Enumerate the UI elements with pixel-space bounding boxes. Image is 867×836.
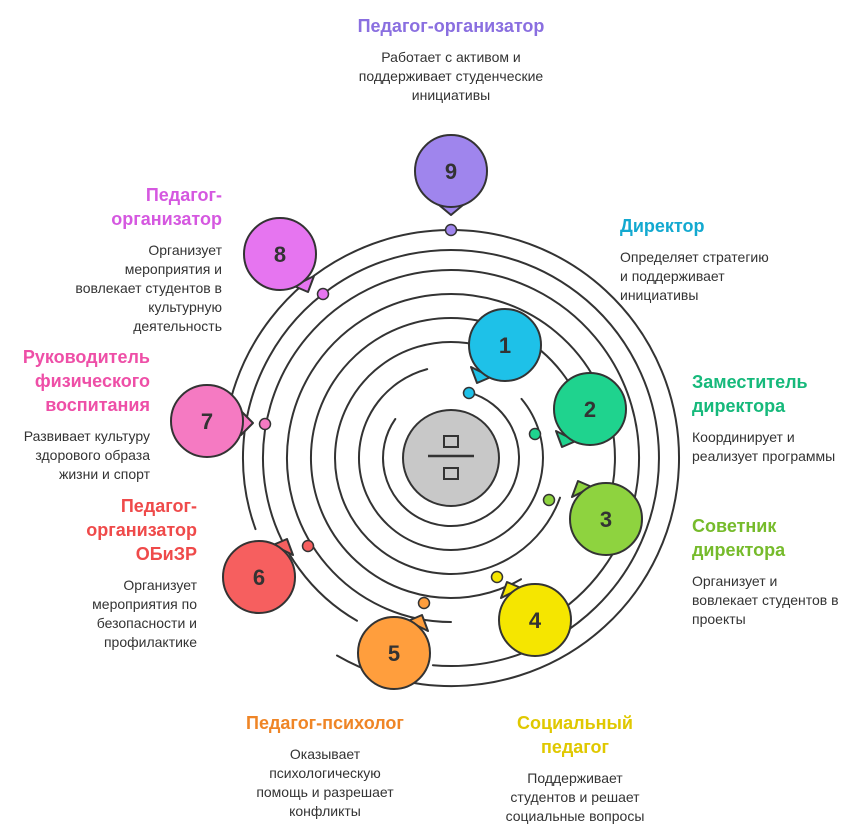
number-bubble-3: 3 [569, 480, 643, 556]
bubble-circle [243, 217, 317, 291]
number-bubble-2: 2 [553, 372, 627, 448]
bubble-number: 2 [584, 397, 596, 422]
bubble-number: 9 [445, 159, 457, 184]
orbit-ring [334, 340, 561, 575]
bubble-circle [222, 540, 296, 614]
number-bubble-8: 8 [243, 217, 317, 293]
bubble-number: 3 [600, 507, 612, 532]
number-bubble-9: 9 [414, 134, 488, 216]
connector-dot [490, 570, 504, 584]
orbit-rings [229, 229, 680, 687]
number-bubbles: 1 2 3 4 5 6 7 8 9 [170, 134, 643, 690]
role-title: Директор [620, 216, 705, 236]
number-bubble-7: 7 [170, 384, 254, 458]
role-label-9: Педагог-организатор Работает с активом и… [320, 14, 582, 105]
bubble-number: 6 [253, 565, 265, 590]
divide-icon [428, 435, 474, 480]
bubble-circle [414, 134, 488, 208]
number-bubble-5: 5 [357, 614, 431, 690]
bubble-circle [468, 308, 542, 382]
role-title: Педагог-организатор [357, 16, 545, 36]
connector-dot [417, 596, 431, 610]
connector-dots [258, 223, 556, 610]
bubble-number: 5 [388, 641, 400, 666]
connector-dot [542, 493, 556, 507]
orbit-ring [241, 249, 660, 667]
bubble-circle [170, 384, 244, 458]
bubble-number: 7 [201, 409, 213, 434]
number-bubble-6: 6 [222, 538, 296, 614]
connector-dot [316, 287, 330, 301]
connector-dot [301, 539, 315, 553]
bubble-number: 8 [274, 242, 286, 267]
role-title: Педагог-психолог [246, 713, 404, 733]
connector-dot [444, 223, 458, 237]
bubble-number: 1 [499, 333, 511, 358]
connector-dot [528, 427, 542, 441]
bubble-circle [357, 616, 431, 690]
connector-dot [258, 417, 272, 431]
bubble-circle [569, 482, 643, 556]
center-hub [402, 409, 500, 507]
orbit-ring [357, 368, 544, 551]
number-bubble-1: 1 [468, 308, 542, 384]
role-title: Педагог-организатор [111, 185, 222, 229]
connector-dot [462, 386, 476, 400]
bubble-circle [553, 372, 627, 446]
orbit-ring [229, 229, 680, 687]
orbit-ring [382, 391, 521, 527]
bubble-circle [498, 583, 572, 657]
bubble-number: 4 [529, 608, 542, 633]
number-bubble-4: 4 [498, 581, 572, 657]
